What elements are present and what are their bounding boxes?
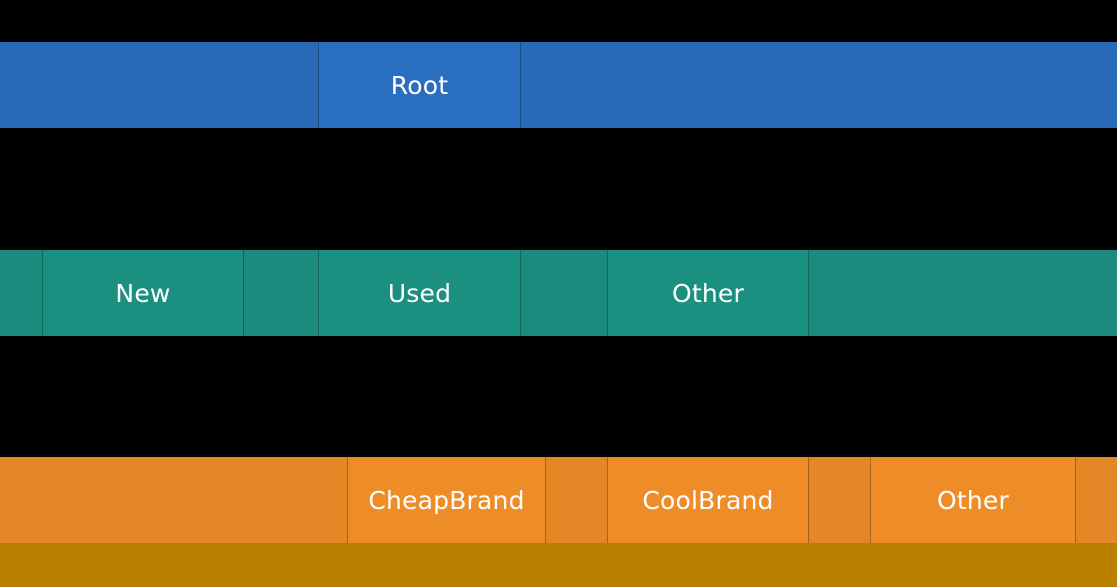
icicle-node-label: Root — [390, 70, 449, 100]
icicle-node-unlabeled-0-0[interactable] — [0, 42, 318, 128]
icicle-node-unlabeled-1-4[interactable] — [520, 250, 607, 336]
icicle-node-unlabeled-2-4[interactable] — [808, 457, 870, 543]
icicle-node-used[interactable]: Used — [318, 250, 520, 336]
icicle-node-new[interactable]: New — [42, 250, 243, 336]
icicle-node-label: New — [115, 278, 171, 308]
icicle-node-unlabeled-1-0[interactable] — [0, 250, 42, 336]
icicle-node-other[interactable]: Other — [607, 250, 808, 336]
icicle-level-brand-level: CheapBrand CoolBrand Other — [0, 457, 1117, 543]
icicle-level-condition-level: New Used Other — [0, 250, 1117, 336]
icicle-node-root[interactable]: Root — [318, 42, 520, 128]
icicle-level-leaf-level — [0, 543, 1117, 587]
icicle-node-unlabeled-1-2[interactable] — [243, 250, 318, 336]
icicle-node-unlabeled-2-2[interactable] — [545, 457, 607, 543]
icicle-node-unlabeled-2-0[interactable] — [0, 457, 347, 543]
icicle-node-cheapbrand[interactable]: CheapBrand — [347, 457, 545, 543]
icicle-node-unlabeled-0-2[interactable] — [520, 42, 1117, 128]
icicle-node-label: CoolBrand — [642, 485, 774, 515]
icicle-node-label: CheapBrand — [368, 485, 525, 515]
icicle-level-root-level: Root — [0, 42, 1117, 128]
icicle-node-unlabeled-3-0[interactable] — [0, 543, 1117, 587]
icicle-node-coolbrand[interactable]: CoolBrand — [607, 457, 808, 543]
icicle-node-unlabeled-1-6[interactable] — [808, 250, 1117, 336]
icicle-node-label: Other — [937, 485, 1009, 515]
icicle-node-other[interactable]: Other — [870, 457, 1075, 543]
icicle-node-label: Used — [387, 278, 452, 308]
icicle-node-label: Other — [672, 278, 744, 308]
icicle-node-unlabeled-2-6[interactable] — [1075, 457, 1117, 543]
